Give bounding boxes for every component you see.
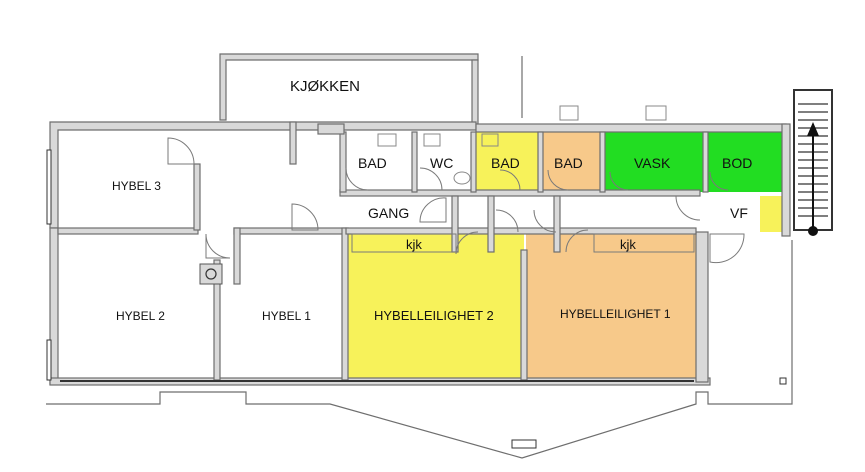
kjk-counter-1	[593, 233, 695, 253]
kjk-counter-2	[351, 233, 457, 253]
sink-bowl	[205, 268, 217, 280]
door-corridor-a	[495, 209, 519, 233]
bad-yellow-fill	[476, 132, 539, 192]
label-vask: VASK	[634, 155, 671, 171]
door-hybel2	[205, 233, 231, 259]
right-wall	[781, 123, 791, 237]
vf-fill	[760, 196, 782, 232]
door-bad3	[547, 169, 569, 191]
wall-kitchen-divider	[289, 121, 297, 165]
corner-marker	[779, 377, 787, 385]
wall-bath-3	[537, 131, 544, 193]
label-bod: BOD	[722, 155, 752, 171]
label-gang: GANG	[368, 205, 409, 221]
door-corridor-b	[533, 209, 557, 233]
wc-toilet	[453, 171, 471, 185]
wc-fixture	[423, 133, 441, 147]
door-bad1	[345, 167, 369, 191]
label-hybelleilighet-2: HYBELLEILIGHET 2	[374, 308, 494, 323]
bad1-fixture	[377, 133, 397, 147]
terrace-outline	[46, 240, 793, 459]
door-wc	[419, 167, 443, 191]
label-kjokken: KJØKKEN	[290, 78, 360, 95]
wall-hybel1-right	[341, 227, 349, 381]
hybelleilighet-2-fill	[348, 232, 524, 380]
door-bod	[709, 171, 729, 191]
wall-bath-left	[339, 131, 347, 193]
stair-steps	[798, 103, 828, 217]
wall-apartments-divider	[520, 249, 528, 381]
corridor-peach-fill	[526, 232, 554, 252]
wall-bath-1	[411, 131, 418, 193]
wall-corridor-stub-1	[451, 195, 459, 253]
wall-hybel1-top	[233, 227, 347, 235]
wall-hybel1-left	[233, 227, 241, 285]
wall-bath-2	[470, 131, 477, 193]
stair-dot	[808, 226, 818, 236]
wall-hybel3-bottom	[57, 227, 199, 235]
label-hybelleilighet-1: HYBELLEILIGHET 1	[560, 307, 671, 321]
corridor-yellow-fill	[492, 232, 524, 252]
hybelleilighet-1-fill	[526, 232, 696, 380]
sink-box	[199, 263, 223, 285]
top-wall-right	[475, 123, 787, 133]
stair-arrow-head	[807, 122, 819, 136]
window-left-1	[46, 149, 52, 225]
right-lower-wall	[695, 231, 709, 383]
bod-fill	[706, 132, 783, 192]
door-vask	[609, 171, 629, 191]
door-hybel1	[291, 203, 319, 231]
bad3-fixture	[559, 105, 579, 121]
wall-corridor-stub-4	[317, 123, 345, 135]
vask-fixture	[645, 105, 667, 121]
label-kjk-1: kjk	[620, 237, 636, 252]
bad2-fixture	[481, 133, 499, 147]
label-hybel-2: HYBEL 2	[116, 309, 165, 323]
wall-baths-bottom	[339, 189, 701, 197]
door-hybel3	[167, 137, 195, 165]
kitchen-walls	[219, 53, 479, 121]
label-bad-1: BAD	[358, 155, 387, 171]
wall-apartments-top	[345, 227, 697, 235]
wall-corridor-stub-2	[487, 195, 495, 253]
label-wc: WC	[430, 155, 453, 171]
vask-fill	[603, 132, 704, 192]
door-apt1	[565, 229, 589, 253]
door-entry	[709, 233, 745, 264]
wall-corridor-stub-3	[553, 195, 561, 253]
bad-peach-fill	[541, 132, 601, 192]
wall-bath-4	[599, 131, 606, 193]
wall-hybel3-right	[193, 163, 201, 231]
label-bad-2: BAD	[491, 155, 520, 171]
window-left-2	[46, 339, 52, 381]
door-gang	[419, 197, 447, 223]
wall-bath-5	[702, 131, 709, 193]
label-vf: VF	[730, 205, 748, 221]
label-hybel-1: HYBEL 1	[262, 309, 311, 323]
label-kjk-2: kjk	[406, 237, 422, 252]
label-hybel-3: HYBEL 3	[112, 179, 161, 193]
terrace-vent	[511, 439, 537, 449]
label-bad-3: BAD	[554, 155, 583, 171]
door-vf	[675, 195, 701, 221]
door-bad2	[499, 169, 521, 191]
kitchen-right-wall	[471, 59, 479, 125]
